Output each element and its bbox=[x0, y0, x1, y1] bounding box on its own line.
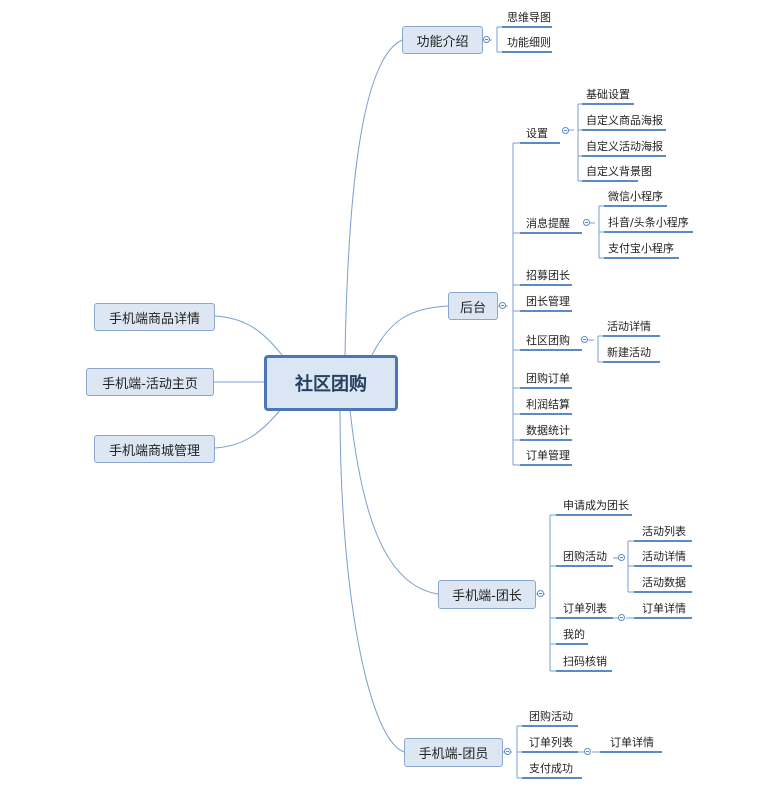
collapse-toggle-icon[interactable] bbox=[483, 36, 490, 43]
leaf-activity-data[interactable]: 活动数据 bbox=[642, 576, 686, 589]
leaf-douyin-miniprogram[interactable]: 抖音/头条小程序 bbox=[608, 216, 689, 229]
leaf-leader-activity[interactable]: 团购活动 bbox=[563, 550, 607, 563]
collapse-toggle-icon[interactable] bbox=[537, 590, 544, 597]
root-node[interactable]: 社区团购 bbox=[264, 355, 398, 411]
leaf-message-notify[interactable]: 消息提醒 bbox=[526, 217, 570, 230]
collapse-toggle-icon[interactable] bbox=[562, 127, 569, 134]
node-mobile-product-detail[interactable]: 手机端商品详情 bbox=[94, 303, 215, 331]
node-backend[interactable]: 后台 bbox=[448, 292, 498, 320]
leaf-scan-verify[interactable]: 扫码核销 bbox=[563, 655, 607, 668]
collapse-toggle-icon[interactable] bbox=[583, 219, 590, 226]
leaf-member-activity[interactable]: 团购活动 bbox=[529, 710, 573, 723]
leaf-recruit-leader[interactable]: 招募团长 bbox=[526, 269, 570, 282]
node-mobile-leader[interactable]: 手机端-团长 bbox=[438, 580, 536, 609]
collapse-toggle-icon[interactable] bbox=[584, 748, 591, 755]
leaf-activity-list[interactable]: 活动列表 bbox=[642, 525, 686, 538]
collapse-toggle-icon[interactable] bbox=[618, 614, 625, 621]
leaf-apply-leader[interactable]: 申请成为团长 bbox=[563, 499, 629, 512]
leaf-activity-detail[interactable]: 活动详情 bbox=[607, 320, 651, 333]
leaf-member-order-list[interactable]: 订单列表 bbox=[529, 736, 573, 749]
leaf-member-order-detail[interactable]: 订单详情 bbox=[610, 736, 654, 749]
leaf-mindmap[interactable]: 思维导图 bbox=[507, 11, 551, 24]
leaf-mine[interactable]: 我的 bbox=[563, 628, 585, 641]
leaf-order-detail[interactable]: 订单详情 bbox=[642, 602, 686, 615]
leaf-order-management[interactable]: 订单管理 bbox=[526, 449, 570, 462]
leaf-activity-detail[interactable]: 活动详情 bbox=[642, 550, 686, 563]
node-features[interactable]: 功能介绍 bbox=[402, 26, 483, 54]
collapse-toggle-icon[interactable] bbox=[504, 748, 511, 755]
leaf-wechat-miniprogram[interactable]: 微信小程序 bbox=[608, 190, 663, 203]
leaf-group-orders[interactable]: 团购订单 bbox=[526, 372, 570, 385]
node-mobile-member[interactable]: 手机端-团员 bbox=[404, 738, 503, 767]
leaf-custom-background[interactable]: 自定义背景图 bbox=[586, 165, 652, 178]
node-mobile-activity-home[interactable]: 手机端-活动主页 bbox=[86, 368, 214, 396]
node-mobile-mall-management[interactable]: 手机端商城管理 bbox=[94, 435, 215, 463]
collapse-toggle-icon[interactable] bbox=[581, 336, 588, 343]
leaf-new-activity[interactable]: 新建活动 bbox=[607, 346, 651, 359]
leaf-community-group-buy[interactable]: 社区团购 bbox=[526, 334, 570, 347]
leaf-settings[interactable]: 设置 bbox=[526, 127, 548, 140]
leaf-custom-product-poster[interactable]: 自定义商品海报 bbox=[586, 114, 663, 127]
leaf-data-statistics[interactable]: 数据统计 bbox=[526, 424, 570, 437]
collapse-toggle-icon[interactable] bbox=[618, 554, 625, 561]
leaf-basic-settings[interactable]: 基础设置 bbox=[586, 88, 630, 101]
leaf-leader-management[interactable]: 团长管理 bbox=[526, 295, 570, 308]
leaf-profit-settlement[interactable]: 利润结算 bbox=[526, 398, 570, 411]
leaf-custom-activity-poster[interactable]: 自定义活动海报 bbox=[586, 140, 663, 153]
leaf-payment-success[interactable]: 支付成功 bbox=[529, 762, 573, 775]
leaf-alipay-miniprogram[interactable]: 支付宝小程序 bbox=[608, 242, 674, 255]
collapse-toggle-icon[interactable] bbox=[499, 302, 506, 309]
leaf-feature-details[interactable]: 功能细则 bbox=[507, 36, 551, 49]
leaf-leader-order-list[interactable]: 订单列表 bbox=[563, 602, 607, 615]
